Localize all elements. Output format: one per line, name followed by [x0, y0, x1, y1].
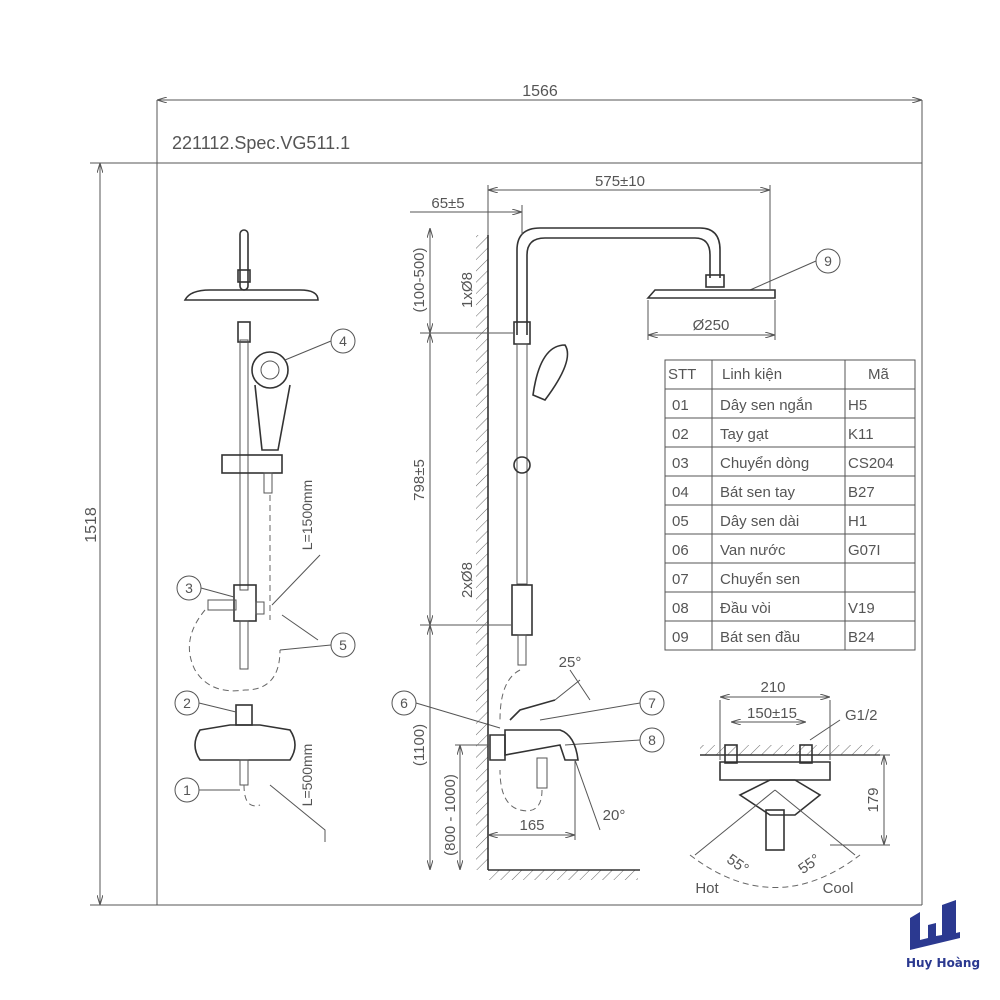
callout-8: 8 [564, 727, 665, 753]
table-cell: Dây sen dài [720, 513, 799, 530]
svg-text:7: 7 [648, 695, 656, 711]
valve-height-label: (1100) [411, 724, 428, 766]
svg-text:Linh kiện: Linh kiện [722, 366, 782, 383]
top-hole-label: 1xØ8 [459, 272, 476, 308]
valve-detail-view [689, 697, 890, 888]
table-row: 07 Chuyển sen [672, 571, 800, 588]
table-cell: Đầu vòi [720, 600, 771, 617]
table-cell: 08 [672, 600, 689, 617]
table-row: 02 Tay gạt K11 [672, 426, 874, 443]
arm-length-label: 575±10 [595, 173, 645, 190]
table-cell: Tay gạt [720, 426, 769, 443]
svg-text:Mã: Mã [868, 366, 889, 383]
callout-3: 3 [176, 575, 235, 601]
table-cell: K11 [848, 426, 874, 443]
drawing-code: 221112.Spec.VG511.1 [172, 133, 350, 153]
table-cell: B27 [848, 484, 875, 501]
table-cell: H5 [848, 397, 867, 414]
mid-hole-label: 2xØ8 [459, 562, 476, 598]
svg-text:3: 3 [185, 580, 193, 596]
cool-label: Cool [823, 880, 854, 897]
hot-label: Hot [695, 880, 719, 897]
spout-length-label: 165 [519, 817, 544, 834]
table-cell: 03 [672, 455, 689, 472]
svg-text:5: 5 [339, 637, 347, 653]
table-cell: Dây sen ngắn [720, 397, 813, 414]
side-view [410, 185, 776, 880]
table-cell: 01 [672, 397, 689, 414]
lever-angle-label: 25° [559, 654, 582, 671]
table-cell: 07 [672, 571, 689, 588]
table-cell: 06 [672, 542, 689, 559]
table-cell: Van nước [720, 542, 786, 559]
table-cell: G07I [848, 542, 881, 559]
thread-label: G1/2 [845, 707, 878, 724]
table-row: 04 Bát sen tay B27 [672, 484, 875, 501]
svg-text:6: 6 [400, 695, 408, 711]
svg-text:9: 9 [824, 253, 832, 269]
callout-7: 7 [539, 690, 665, 721]
total-width-label: 1566 [522, 83, 558, 100]
table-cell: CS204 [848, 455, 894, 472]
table-cell: 09 [672, 629, 689, 646]
table-cell: 02 [672, 426, 689, 443]
table-cell: Chuyển dòng [720, 455, 809, 472]
table-cell: 05 [672, 513, 689, 530]
long-hose-length: L=1500mm [299, 480, 315, 550]
drawing-frame [90, 100, 923, 906]
table-row: 06 Van nước G07I [672, 542, 881, 559]
table-cell: 04 [672, 484, 689, 501]
valve-centers-label: 150±15 [747, 705, 797, 722]
head-diameter-label: Ø250 [693, 317, 730, 334]
short-hose-length: L=500mm [299, 744, 315, 807]
callout-9: 9 [749, 248, 841, 291]
parts-table: STT Linh kiện Mã 01 Dây sen ngắn H5 02 Tay g… [664, 359, 916, 651]
callouts: 1 2 3 4 5 6 7 8 9 [174, 248, 841, 803]
logo-text: Huy Hoàng [906, 956, 980, 970]
table-cell: Bát sen đầu [720, 629, 800, 646]
table-row: 05 Dây sen dài H1 [672, 513, 867, 530]
table-row: 01 Dây sen ngắn H5 [672, 397, 867, 414]
svg-text:2: 2 [183, 695, 191, 711]
svg-text:8: 8 [648, 732, 656, 748]
svg-text:STT: STT [668, 366, 696, 383]
table-cell: B24 [848, 629, 875, 646]
valve-depth-label: 179 [865, 787, 882, 812]
table-cell: Bát sen tay [720, 484, 796, 501]
table-row: 09 Bát sen đầu B24 [672, 629, 875, 646]
callout-1: 1 [174, 777, 240, 803]
table-row: 08 Đầu vòi V19 [672, 600, 875, 617]
wall-offset-label: 65±5 [431, 195, 464, 212]
table-cell: H1 [848, 513, 867, 530]
valve-range-label: (800 - 1000) [442, 774, 459, 856]
hot-angle-label: 55° [723, 851, 751, 878]
svg-text:1: 1 [183, 782, 191, 798]
valve-width-label: 210 [760, 679, 785, 696]
callout-5: 5 [279, 632, 356, 658]
table-cell: V19 [848, 600, 875, 617]
total-height-label: 1518 [83, 507, 100, 543]
rail-height-label: 798±5 [411, 459, 428, 501]
svg-text:4: 4 [339, 333, 347, 349]
huy-hoang-logo: Huy Hoàng [906, 900, 980, 970]
cool-angle-label: 55° [795, 851, 823, 878]
top-range-label: (100-500) [411, 247, 428, 312]
callout-2: 2 [174, 690, 237, 716]
callout-4: 4 [284, 328, 356, 361]
table-cell: Chuyển sen [720, 571, 800, 588]
table-row: 03 Chuyển dòng CS204 [672, 455, 894, 472]
table-header: STT Linh kiện Mã [668, 366, 889, 383]
spout-angle-label: 20° [603, 807, 626, 824]
front-view [183, 229, 326, 842]
